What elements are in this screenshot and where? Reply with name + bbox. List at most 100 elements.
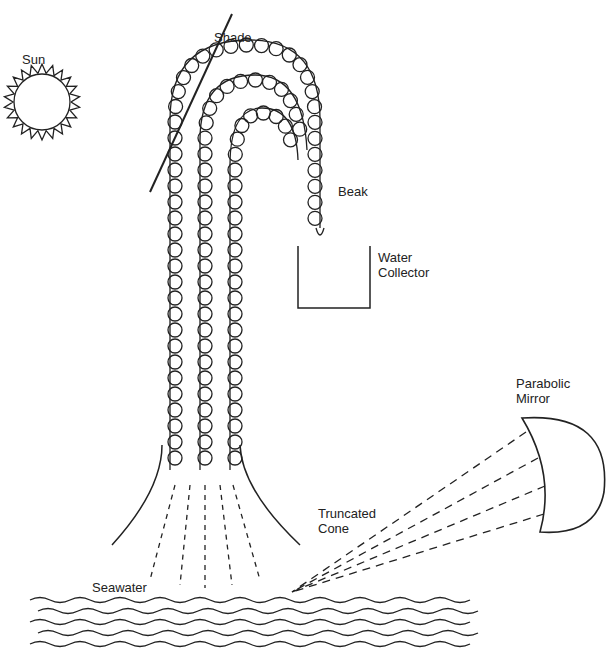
coil-loop (168, 131, 182, 145)
coil-loop (228, 339, 242, 353)
coil-loop (248, 73, 262, 87)
wave-line (38, 631, 478, 636)
coil-loop (169, 100, 183, 114)
coil-tube (230, 108, 298, 470)
coil-loop (168, 323, 182, 337)
coil-loop (228, 259, 242, 273)
part-label: Seawater (92, 580, 172, 595)
coil-loop (198, 291, 212, 305)
cone-wall (240, 445, 300, 545)
coil-loop (198, 371, 212, 385)
coil-loop (228, 403, 242, 417)
coil-loop (228, 163, 242, 177)
coil-loop (308, 100, 322, 114)
coil-loop (308, 179, 322, 193)
coil-loop (209, 43, 223, 57)
coil-loop (168, 115, 182, 129)
coil-loop (168, 339, 182, 353)
coil-windings (168, 38, 322, 465)
coil-loop (228, 147, 242, 161)
coil-loop (308, 195, 322, 209)
coil-loop (228, 307, 242, 321)
coil-loop (198, 419, 212, 433)
coil-loop (301, 70, 315, 84)
coil-loop (228, 211, 242, 225)
coil-loop (255, 39, 269, 53)
coil-loop (168, 451, 182, 465)
coil-loop (228, 419, 242, 433)
reflected-rays (292, 432, 545, 592)
coil-loop (198, 451, 212, 465)
coil-loop (278, 119, 292, 133)
part-label: Truncated Cone (318, 506, 408, 536)
coil-loop (168, 147, 182, 161)
coil-loop (168, 435, 182, 449)
coil-loop (235, 119, 249, 133)
coil-loop (198, 243, 212, 257)
wave-line (30, 598, 470, 603)
coil-loop (198, 275, 212, 289)
coil-loop (228, 355, 242, 369)
coil-loop (198, 307, 212, 321)
coil-loop (198, 147, 212, 161)
coil-loop (198, 355, 212, 369)
coil-loop (198, 403, 212, 417)
coil-loop (269, 42, 283, 56)
coil-loop (228, 371, 242, 385)
coil-loop (198, 339, 212, 353)
coil-loop (198, 211, 212, 225)
coil-loop (230, 132, 244, 146)
coil-loop (168, 211, 182, 225)
coil-loop (171, 85, 185, 99)
part-label: Parabolic Mirror (516, 376, 596, 406)
coil-loop (168, 163, 182, 177)
coil-loop (289, 107, 303, 121)
water-collector (298, 246, 370, 308)
coil-loop (168, 387, 182, 401)
coil-loop (284, 133, 298, 147)
coil-loop (198, 323, 212, 337)
coil-loop (168, 259, 182, 273)
coil-loop (168, 243, 182, 257)
coil-loop (185, 59, 199, 73)
cone-wall (112, 445, 162, 545)
coil-loop (228, 227, 242, 241)
part-label: Water Collector (378, 250, 458, 280)
parabolic-mirror (522, 418, 605, 533)
coil-loop (228, 243, 242, 257)
coil-loop (220, 79, 234, 93)
coil-loop (177, 71, 191, 85)
coil-loop (168, 291, 182, 305)
coil-loop (198, 195, 212, 209)
coil-loop (308, 147, 322, 161)
coil-loop (308, 163, 322, 177)
part-label: Shade (214, 30, 274, 45)
coil-loop (198, 387, 212, 401)
coil-loop (168, 179, 182, 193)
coil-loop (283, 94, 297, 108)
seawater-waves (30, 598, 478, 647)
wave-line (38, 609, 478, 614)
sun-rays (4, 64, 79, 140)
coil-loop (168, 371, 182, 385)
coil-loop (199, 116, 213, 130)
coil-loop (234, 74, 248, 88)
part-label: Sun (22, 52, 72, 67)
coil-loop (228, 195, 242, 209)
sun-ray-zigzag (4, 64, 79, 140)
coil-loop (203, 101, 217, 115)
coil-loop (293, 58, 307, 72)
coil-loop (168, 275, 182, 289)
coil-loop (168, 403, 182, 417)
coil-loop (198, 163, 212, 177)
coil-loop (168, 419, 182, 433)
coil-loop (198, 227, 212, 241)
coil-loop (308, 115, 322, 129)
coil-loop (168, 307, 182, 321)
coil-loop (228, 323, 242, 337)
coil-loop (168, 227, 182, 241)
coil-loop (228, 291, 242, 305)
coil-loop (168, 195, 182, 209)
